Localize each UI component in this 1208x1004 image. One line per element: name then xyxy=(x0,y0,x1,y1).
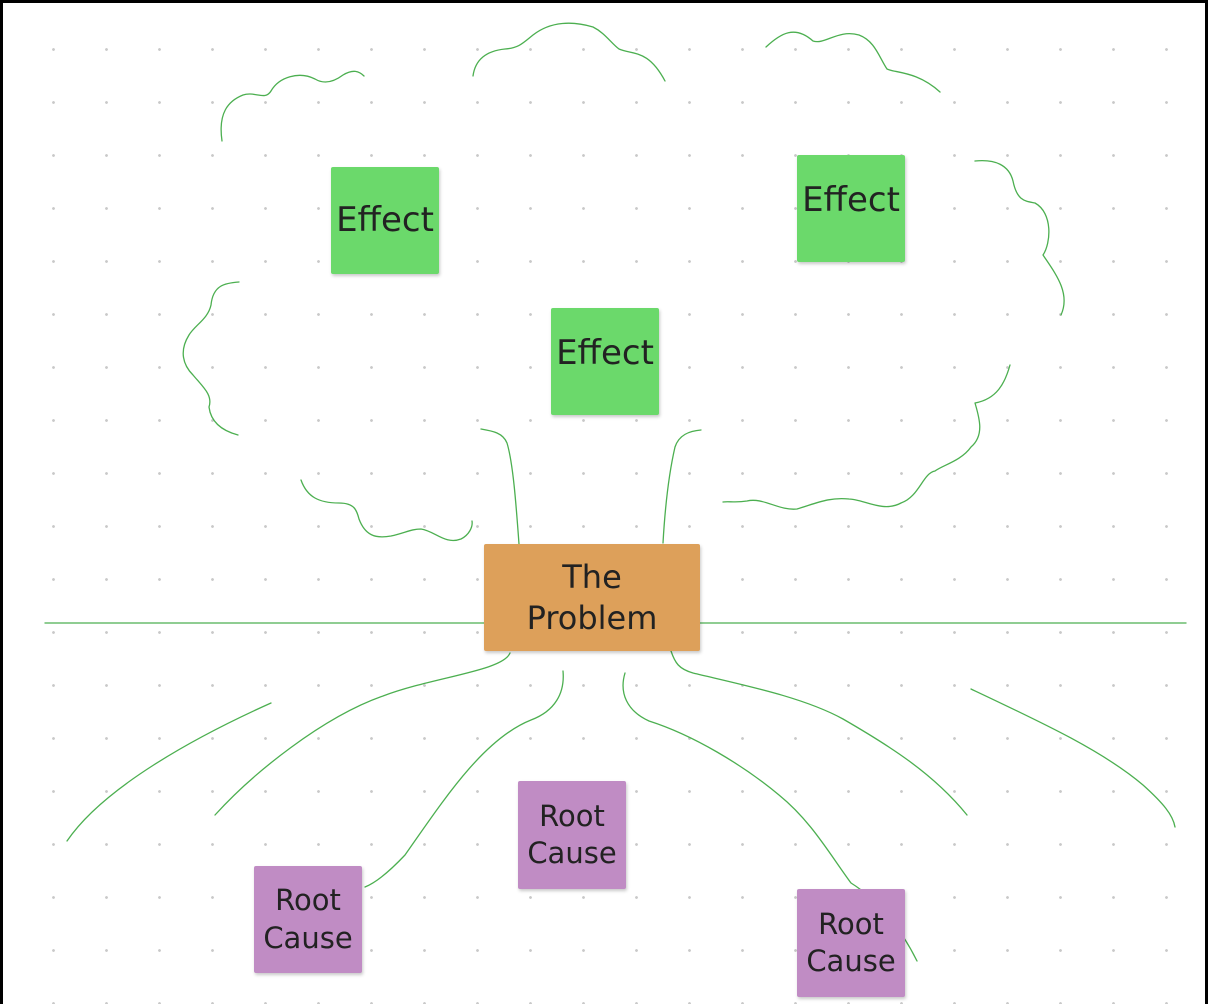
effect-note-right[interactable]: Effect xyxy=(797,155,905,262)
root-stroke-far-right[interactable] xyxy=(970,688,1176,828)
root-stroke-center-left[interactable] xyxy=(364,670,564,888)
effect-note-left[interactable]: Effect xyxy=(331,167,439,274)
trunk-right-stroke[interactable] xyxy=(662,429,702,544)
root-stroke-far-left[interactable] xyxy=(66,702,272,842)
root-cause-note-right[interactable]: Root Cause xyxy=(797,889,905,997)
canopy-stroke-top-left[interactable] xyxy=(220,70,365,142)
problem-note[interactable]: The Problem xyxy=(484,544,700,651)
effect-note-center[interactable]: Effect xyxy=(551,308,659,415)
root-cause-note-left[interactable]: Root Cause xyxy=(254,866,362,973)
trunk-left-stroke[interactable] xyxy=(480,428,520,545)
root-cause-note-center[interactable]: Root Cause xyxy=(518,781,626,889)
canopy-stroke-top-center[interactable] xyxy=(472,22,666,82)
canopy-stroke-right[interactable] xyxy=(974,159,1065,316)
canopy-stroke-left[interactable] xyxy=(182,281,240,436)
canopy-stroke-bottom-right[interactable] xyxy=(722,364,1011,510)
canopy-stroke-top-right[interactable] xyxy=(765,31,941,93)
root-stroke-left[interactable] xyxy=(214,652,511,816)
root-stroke-right[interactable] xyxy=(670,650,968,816)
freehand-drawing-layer xyxy=(44,22,1187,962)
canopy-stroke-bottom-left[interactable] xyxy=(300,479,473,542)
